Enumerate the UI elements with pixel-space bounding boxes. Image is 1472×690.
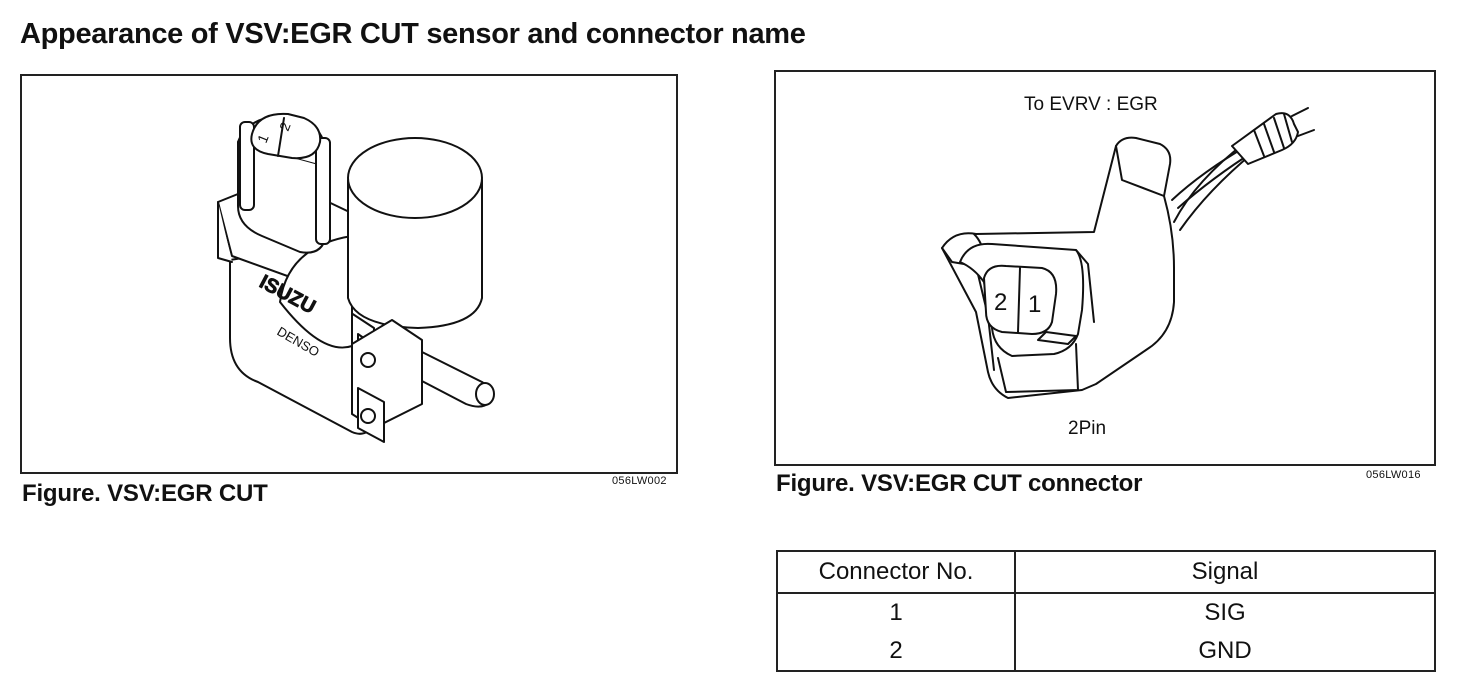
- table-header-row: Connector No. Signal: [776, 550, 1436, 594]
- vsv-egr-cut-figure: ISUZU DENSO 1 2: [20, 74, 678, 474]
- signal-cell: GND: [1014, 632, 1435, 671]
- connector-no-cell: 1: [889, 599, 903, 626]
- vsv-egr-cut-connector-figure: 2 1 To EVRV : EGR 2Pin: [774, 70, 1436, 466]
- to-evrv-egr-label: To EVRV : EGR: [1024, 94, 1158, 115]
- figure-caption-left: Figure. VSV:EGR CUT: [22, 480, 268, 507]
- vsv-valve-illustration: ISUZU DENSO 1 2: [217, 112, 495, 443]
- table-row: 2 GND: [777, 632, 1435, 671]
- table-row: 1 SIG: [777, 593, 1435, 632]
- signal-cell: SIG: [1014, 593, 1435, 632]
- figure-caption-right: Figure. VSV:EGR CUT connector: [776, 470, 1143, 497]
- header-signal: Signal: [1014, 550, 1436, 594]
- pin-one-label: 1: [1028, 291, 1041, 318]
- connector-no-cell: 2: [889, 637, 903, 664]
- connector-signal-table: Connector No. Signal 1 SIG 2 GND: [776, 550, 1436, 672]
- page-title: Appearance of VSV:EGR CUT sensor and con…: [20, 18, 806, 50]
- figure-code-left: 056LW002: [612, 475, 667, 487]
- pin-count-label: 2Pin: [1068, 418, 1107, 439]
- header-connector-no: Connector No.: [776, 550, 1016, 594]
- pin-two-label: 2: [994, 289, 1007, 316]
- figure-code-right: 056LW016: [1366, 469, 1421, 481]
- connector-illustration: 2 1: [941, 107, 1315, 399]
